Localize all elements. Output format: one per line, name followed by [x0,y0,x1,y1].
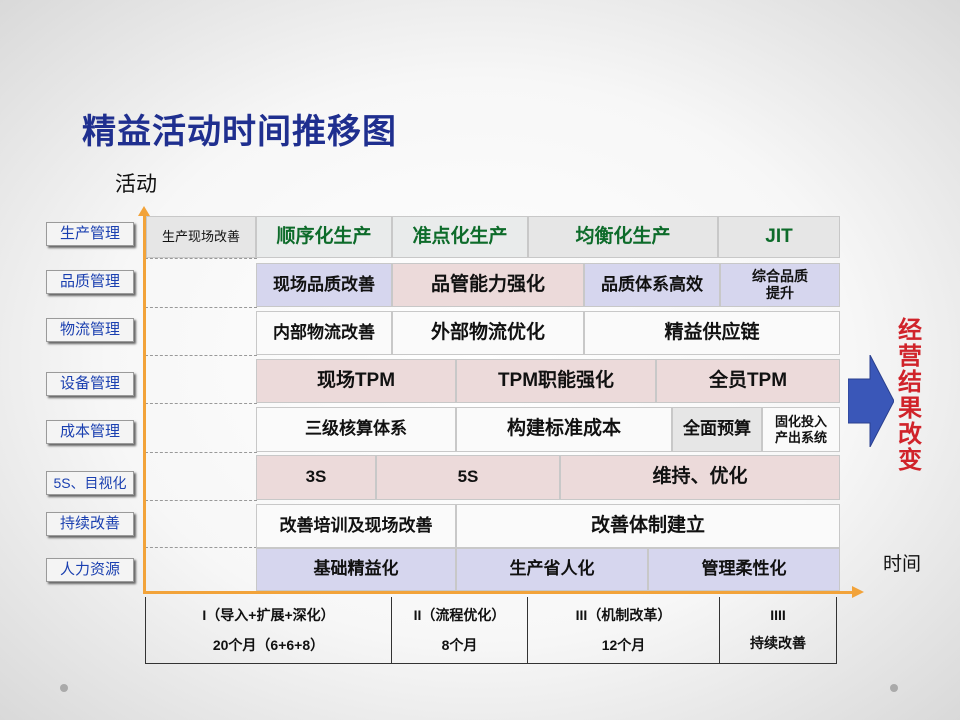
y-axis-arrow [138,206,150,216]
phase-2-title: II（流程优化） [413,607,506,623]
row-divider [145,547,257,548]
cell-3s: 3S [256,455,376,500]
phase-1-title: I（导入+扩展+深化） [202,607,335,623]
cell-improvement-system: 改善体制建立 [456,504,840,548]
phase-3-title: III（机制改革） [575,607,672,623]
y-axis-label: 活动 [115,173,157,196]
cell-qc-capability: 品管能力强化 [392,263,584,307]
cell-total-tpm: 全员TPM [656,359,840,403]
category-logistics: 物流管理 [46,318,134,342]
row-divider [145,355,257,356]
cell-lean-supply-chain: 精益供应链 [584,311,840,355]
x-axis-arrow [852,586,864,598]
slide-dot [890,684,898,692]
x-axis-label: 时间 [883,554,922,575]
cell-external-logistics: 外部物流优化 [392,311,584,355]
phase-2: II（流程优化） 8个月 [392,597,528,663]
result-arrow-icon [848,355,894,447]
cell-site-quality-improvement: 现场品质改善 [256,263,392,307]
cell-full-budget: 全面预算 [672,407,762,452]
cell-labor-saving: 生产省人化 [456,548,648,591]
category-5s-visual: 5S、目视化 [46,471,134,495]
category-production: 生产管理 [46,222,134,246]
phase-2-duration: 8个月 [441,637,478,653]
row-divider [145,452,257,453]
phase-4-title: IIII [770,607,786,623]
y-axis-line [143,213,146,593]
cell-site-tpm: 现场TPM [256,359,456,403]
cell-io-system-line2: 产出系统 [774,429,827,445]
category-hr: 人力资源 [46,558,134,582]
cell-quality-system: 品质体系高效 [584,263,720,307]
cell-internal-logistics: 内部物流改善 [256,311,392,355]
cell-5s: 5S [376,455,560,500]
row-divider [145,500,257,501]
row-divider [145,403,257,404]
business-result-text: 经营结果改变 [898,317,922,474]
cell-io-system: 固化投入 产出系统 [762,407,840,452]
x-axis-line [143,591,855,594]
cell-punctual-production: 准点化生产 [392,216,528,258]
cell-integrated-quality: 综合品质 提升 [720,263,840,307]
cell-basic-lean: 基础精益化 [256,548,456,591]
category-cost: 成本管理 [46,420,134,444]
row-divider [145,258,257,259]
slide-dot [60,684,68,692]
cell-integrated-quality-line1: 综合品质 [752,268,808,285]
cell-maintain-optimize: 维持、优化 [560,455,840,500]
cell-balanced-production: 均衡化生产 [528,216,718,258]
cell-improvement-training: 改善培训及现场改善 [256,504,456,548]
category-quality: 品质管理 [46,270,134,294]
cell-jit: JIT [718,216,840,258]
page-title: 精益活动时间推移图 [82,113,397,151]
row-divider [145,307,257,308]
phase-table: I（导入+扩展+深化） 20个月（6+6+8） II（流程优化） 8个月 III… [145,597,837,664]
cell-tpm-function: TPM职能强化 [456,359,656,403]
cell-io-system-line1: 固化投入 [774,413,827,429]
cell-sequential-production: 顺序化生产 [256,216,392,258]
phase-4-duration: 持续改善 [750,635,806,651]
category-equipment: 设备管理 [46,372,134,396]
phase-3: III（机制改革） 12个月 [528,597,720,663]
phase-4: IIII 持续改善 [720,597,836,663]
cell-integrated-quality-line2: 提升 [766,285,794,301]
phase-3-duration: 12个月 [601,637,646,653]
category-continuous-improvement: 持续改善 [46,512,134,536]
cell-production-site-improvement: 生产现场改善 [146,216,256,258]
cell-three-level-accounting: 三级核算体系 [256,407,456,452]
cell-standard-cost: 构建标准成本 [456,407,672,452]
cell-flexible-management: 管理柔性化 [648,548,840,591]
phase-1-duration: 20个月（6+6+8） [212,637,325,653]
phase-1: I（导入+扩展+深化） 20个月（6+6+8） [146,597,392,663]
